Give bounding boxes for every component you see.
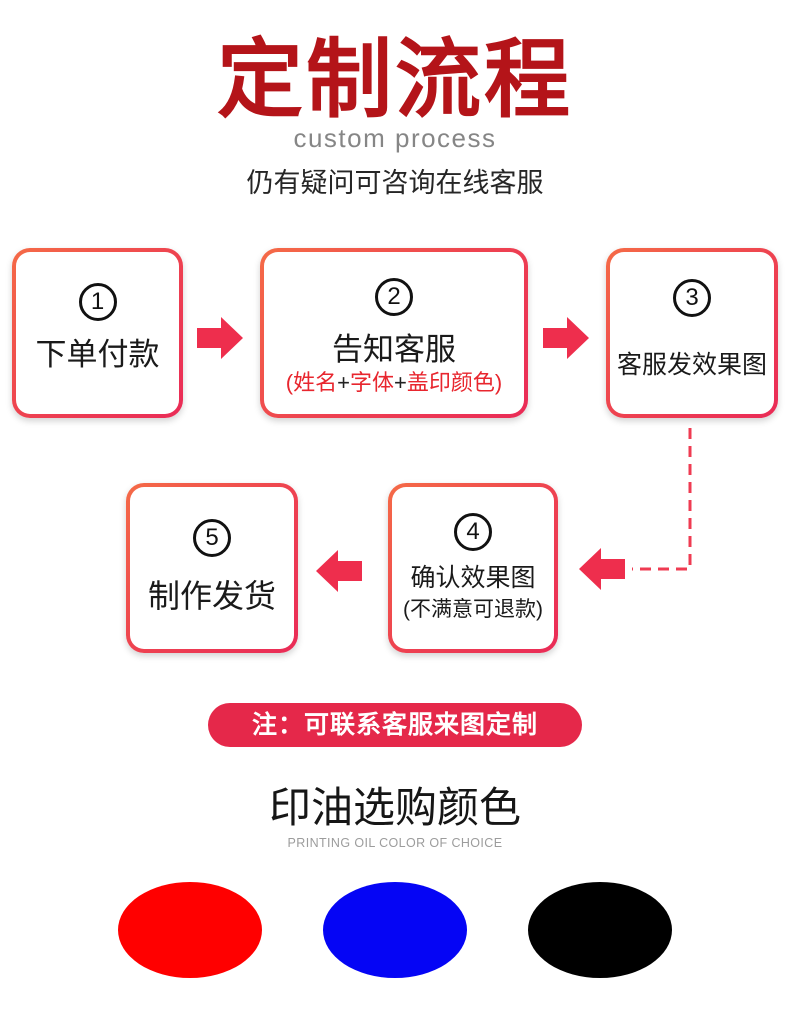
step-1-title: 下单付款 — [35, 337, 160, 372]
step-2-card: 2 告知客服 (姓名+字体+盖印颜色) — [260, 248, 528, 418]
step-4-detail: (不满意可退款) — [392, 595, 554, 625]
step-1-number: 1 — [78, 283, 117, 321]
step-5-title: 制作发货 — [147, 578, 276, 614]
help-text: 仍有疑问可咨询在线客服 — [246, 168, 544, 198]
detail-segment: (姓名 — [285, 370, 338, 395]
ink-section-title: 印油选购颜色 — [268, 784, 521, 831]
arrow-left-icon — [579, 548, 625, 590]
notice-badge: 注：可联系客服来图定制 — [208, 703, 582, 747]
step-3-card: 3 客服发效果图 — [606, 248, 778, 418]
step-4-number: 4 — [454, 513, 492, 551]
step-3-number: 3 — [673, 279, 711, 317]
arrow-right-icon — [197, 317, 243, 359]
step-2-detail: (姓名+字体+盖印颜色) — [264, 368, 524, 398]
ink-section-subtitle: PRINTING OIL COLOR OF CHOICE — [287, 836, 503, 850]
step-2-title: 告知客服 — [332, 332, 456, 367]
ink-color-swatch — [118, 882, 262, 978]
page-subtitle: custom process — [293, 123, 497, 153]
page-title: 定制流程 — [217, 32, 573, 128]
step-5-card: 5 制作发货 — [126, 483, 298, 653]
ink-color-swatch — [528, 882, 672, 978]
detail-segment: (不满意可退款) — [403, 598, 543, 621]
step-3-title: 客服发效果图 — [616, 351, 767, 379]
ink-color-swatch — [323, 882, 467, 978]
dashed-connector — [632, 428, 692, 571]
step-1-card: 1 下单付款 — [12, 248, 183, 418]
step-2-number: 2 — [375, 278, 413, 316]
step-4-card: 4 确认效果图 (不满意可退款) — [388, 483, 558, 653]
detail-segment: + — [337, 370, 350, 395]
detail-segment: 盖印颜色) — [406, 370, 503, 395]
step-4-title: 确认效果图 — [410, 564, 536, 592]
detail-segment: 字体 — [349, 370, 394, 395]
step-5-number: 5 — [193, 519, 231, 557]
arrow-left-icon — [316, 550, 362, 592]
arrow-right-icon — [543, 317, 589, 359]
detail-segment: + — [394, 370, 407, 395]
